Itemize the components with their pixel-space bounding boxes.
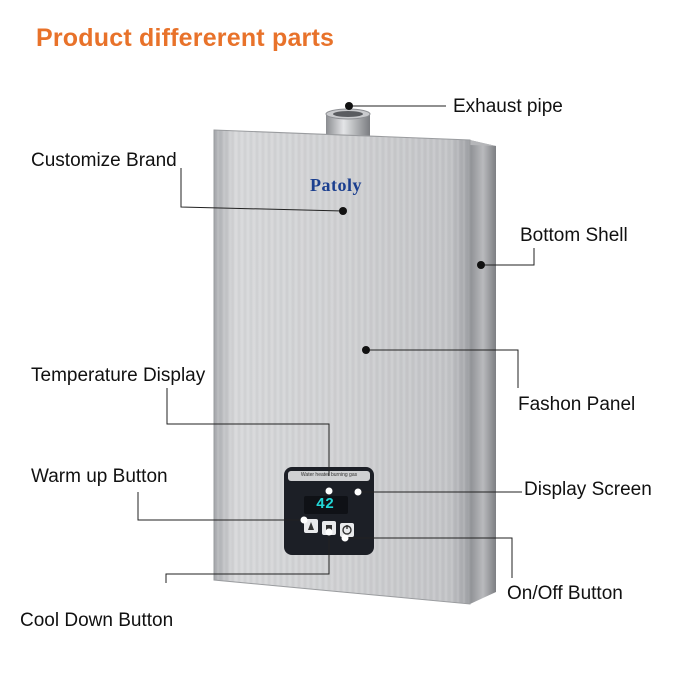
label-warm-up-button: Warm up Button (31, 466, 168, 487)
label-on-off-button: On/Off Button (507, 583, 623, 604)
label-exhaust-pipe: Exhaust pipe (453, 96, 563, 117)
temperature-readout: 42 (316, 496, 335, 513)
label-bottom-shell: Bottom Shell (520, 225, 628, 246)
label-customize-brand: Customize Brand (31, 150, 177, 171)
page-title: Product differerent parts (36, 24, 335, 52)
brand-logo: Patoly (310, 175, 362, 195)
label-temperature-display: Temperature Display (31, 365, 206, 386)
label-fashion-panel: Fashon Panel (518, 394, 636, 415)
label-cool-down-button: Cool Down Button (20, 610, 174, 631)
fashion-panel (213, 129, 471, 605)
label-display-screen: Display Screen (524, 479, 652, 500)
